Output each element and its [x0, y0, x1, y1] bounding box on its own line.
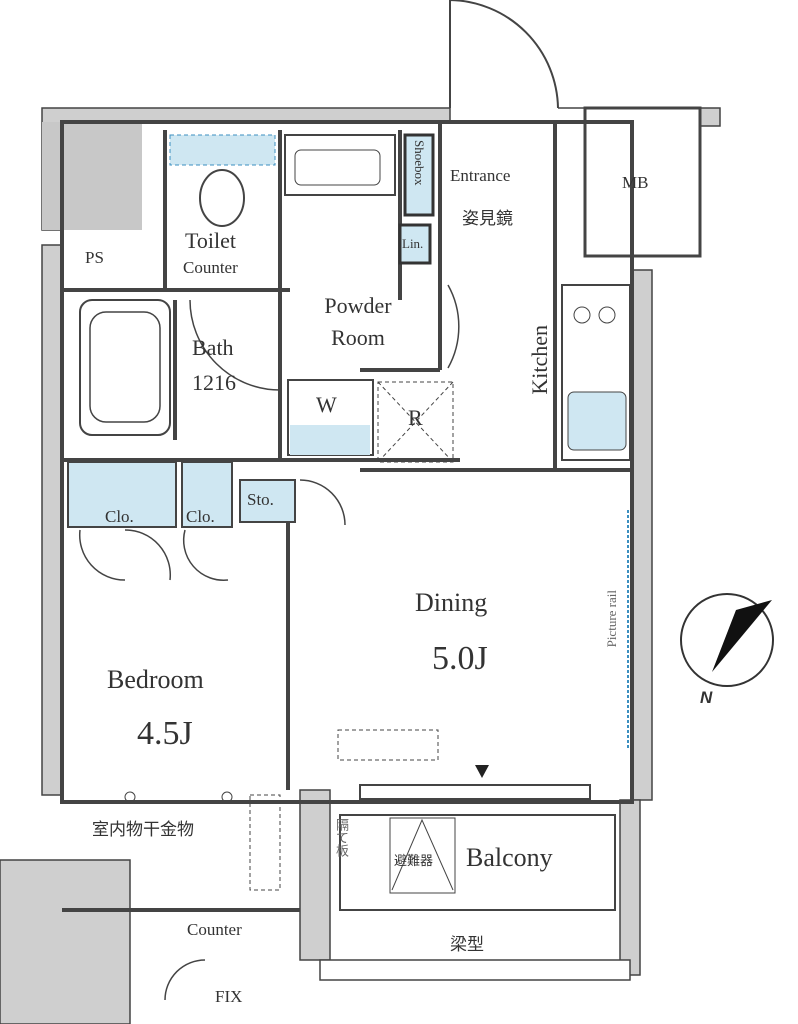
- ceiling-box: [337, 729, 439, 761]
- label-shoebox: Shoebox: [412, 140, 427, 186]
- window-marker: [475, 765, 489, 778]
- stove-burner: [598, 306, 616, 324]
- hanger-hook: [221, 791, 233, 803]
- void-area: [42, 122, 142, 230]
- closet: [67, 461, 177, 528]
- label-refrigerator: R: [408, 405, 423, 430]
- stove-burner: [573, 306, 591, 324]
- compass-rose: [680, 593, 774, 687]
- hanger-hook: [124, 791, 136, 803]
- kitchen-sink: [567, 391, 627, 451]
- label-toilet-counter: Counter: [183, 258, 238, 277]
- drying-rack: [249, 794, 281, 891]
- label-mb: MB: [622, 173, 649, 192]
- sliding-window: [359, 784, 591, 800]
- closet: [181, 461, 233, 528]
- label-washer: W: [316, 392, 337, 417]
- north-arrow-icon: [712, 600, 772, 672]
- outer-wall: [631, 269, 653, 801]
- toilet-bowl: [199, 169, 245, 227]
- outer-wall: [41, 244, 63, 796]
- compass-north-label: N: [700, 688, 713, 707]
- evacuation-hatch: [389, 817, 456, 894]
- room-label-kitchen: Kitchen: [527, 325, 552, 395]
- washbasin: [284, 134, 396, 196]
- outer-wall: [619, 799, 641, 976]
- bathtub: [79, 299, 171, 436]
- label-linen: Lin.: [402, 236, 424, 251]
- label-picture-rail: Picture rail: [604, 590, 619, 648]
- toilet-tank: [169, 134, 276, 166]
- entrance-door-swing: [449, 0, 559, 109]
- label-partition: 隔て板: [334, 818, 349, 857]
- linen-cabinet: [398, 223, 432, 265]
- room-label-bath: Bath: [192, 335, 234, 360]
- outer-wall: [0, 859, 131, 1024]
- label-closet: Clo.: [105, 507, 134, 526]
- room-label-balcony: Balcony: [466, 843, 553, 872]
- label-closet: Clo.: [186, 507, 215, 526]
- room-label-mirror: 姿見鏡: [462, 209, 513, 228]
- label-counter: Counter: [187, 920, 242, 939]
- room-label-toilet: Toilet: [185, 228, 237, 253]
- label-drying-hardware: 室内物干金物: [92, 820, 194, 839]
- storage: [239, 479, 296, 523]
- shoebox: [403, 133, 435, 217]
- label-ps: PS: [85, 248, 104, 267]
- refrigerator-space: [377, 381, 454, 463]
- label-beam: 梁型: [450, 935, 484, 954]
- room-label-powder-room: Powder Room: [324, 293, 392, 350]
- room-label-dining: Dining: [415, 588, 488, 617]
- label-dining-size: 5.0J: [432, 640, 488, 677]
- balcony-rail: [319, 959, 631, 981]
- label-bath-size: 1216: [192, 370, 236, 395]
- mb-box: [583, 106, 702, 258]
- label-bedroom-size: 4.5J: [137, 715, 193, 752]
- room-label-bedroom: Bedroom: [107, 665, 204, 694]
- balcony-area: [339, 814, 616, 911]
- label-evac-hatch: 避難器: [394, 853, 434, 868]
- outer-wall: [299, 789, 331, 961]
- label-storage: Sto.: [247, 490, 274, 509]
- label-fix: FIX: [215, 987, 243, 1006]
- room-label-entrance: Entrance: [450, 166, 511, 185]
